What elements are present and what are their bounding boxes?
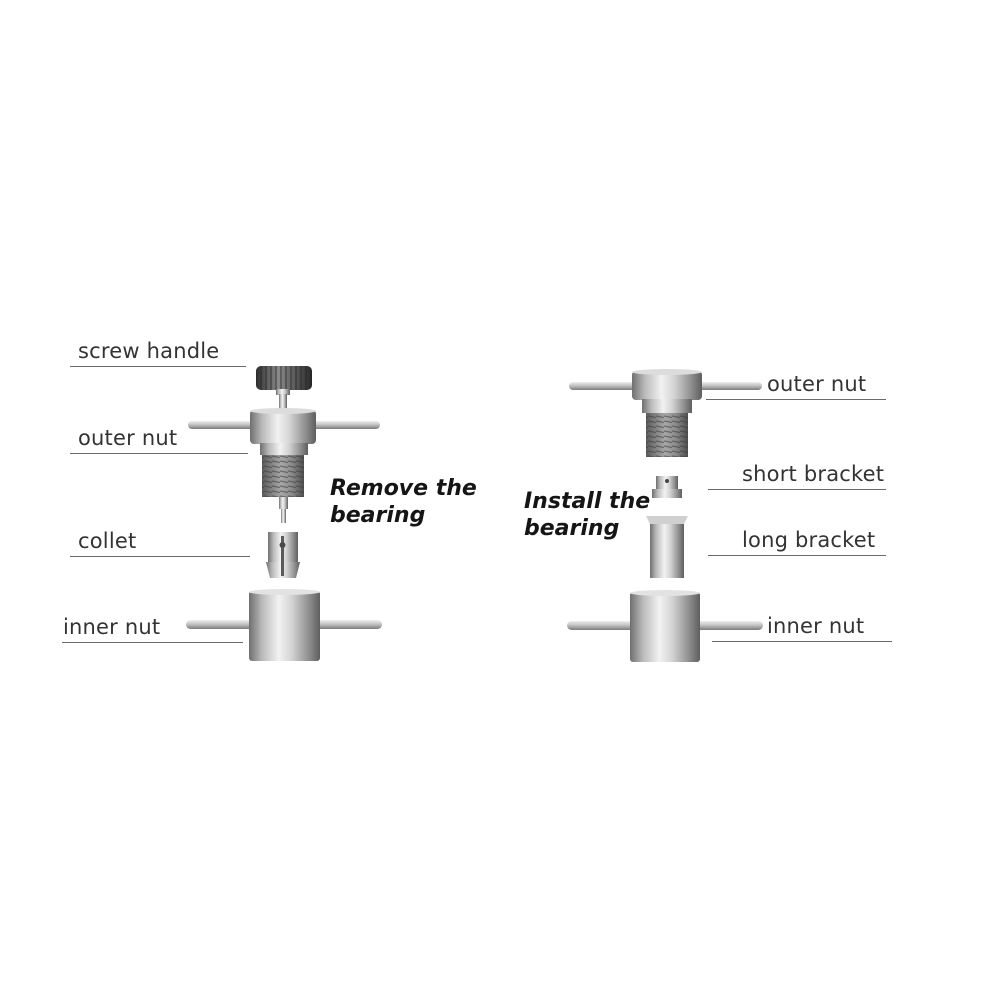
leader-line-inner-nut-left [62,642,243,643]
leader-line-outer-nut-right [706,399,886,400]
leader-line-collet [70,556,250,557]
leader-line-screw-handle [70,366,246,367]
leader-line-long-bracket [708,555,886,556]
install-title-line2: bearing [524,516,620,541]
label-long-bracket: long bracket [742,528,876,552]
screw-handle-part [256,366,312,412]
install-assembly [567,369,763,662]
label-outer-nut-right: outer nut [767,372,867,396]
install-title-line1: Install the [524,489,651,514]
label-screw-handle: screw handle [78,339,220,363]
remove-title-line2: bearing [330,503,426,528]
short-bracket-part [652,476,682,498]
outer-nut-part-left [188,408,380,523]
leader-line-short-bracket [708,489,886,490]
remove-title-line1: Remove the [330,476,477,501]
label-inner-nut-right: inner nut [767,614,865,638]
label-inner-nut-left: inner nut [63,615,161,639]
label-short-bracket: short bracket [742,462,885,486]
inner-nut-part-right [567,590,763,662]
label-outer-nut-left: outer nut [78,426,178,450]
outer-nut-part-right [569,369,762,457]
long-bracket-part [646,516,688,578]
leader-line-inner-nut-right [712,641,892,642]
install-bearing-title: Install the bearing [524,488,650,542]
collet-part [266,532,300,578]
inner-nut-part-left [186,589,382,661]
remove-bearing-title: Remove the bearing [330,475,477,529]
remove-assembly [186,366,382,661]
leader-line-outer-nut-left [70,453,248,454]
label-collet: collet [78,529,137,553]
